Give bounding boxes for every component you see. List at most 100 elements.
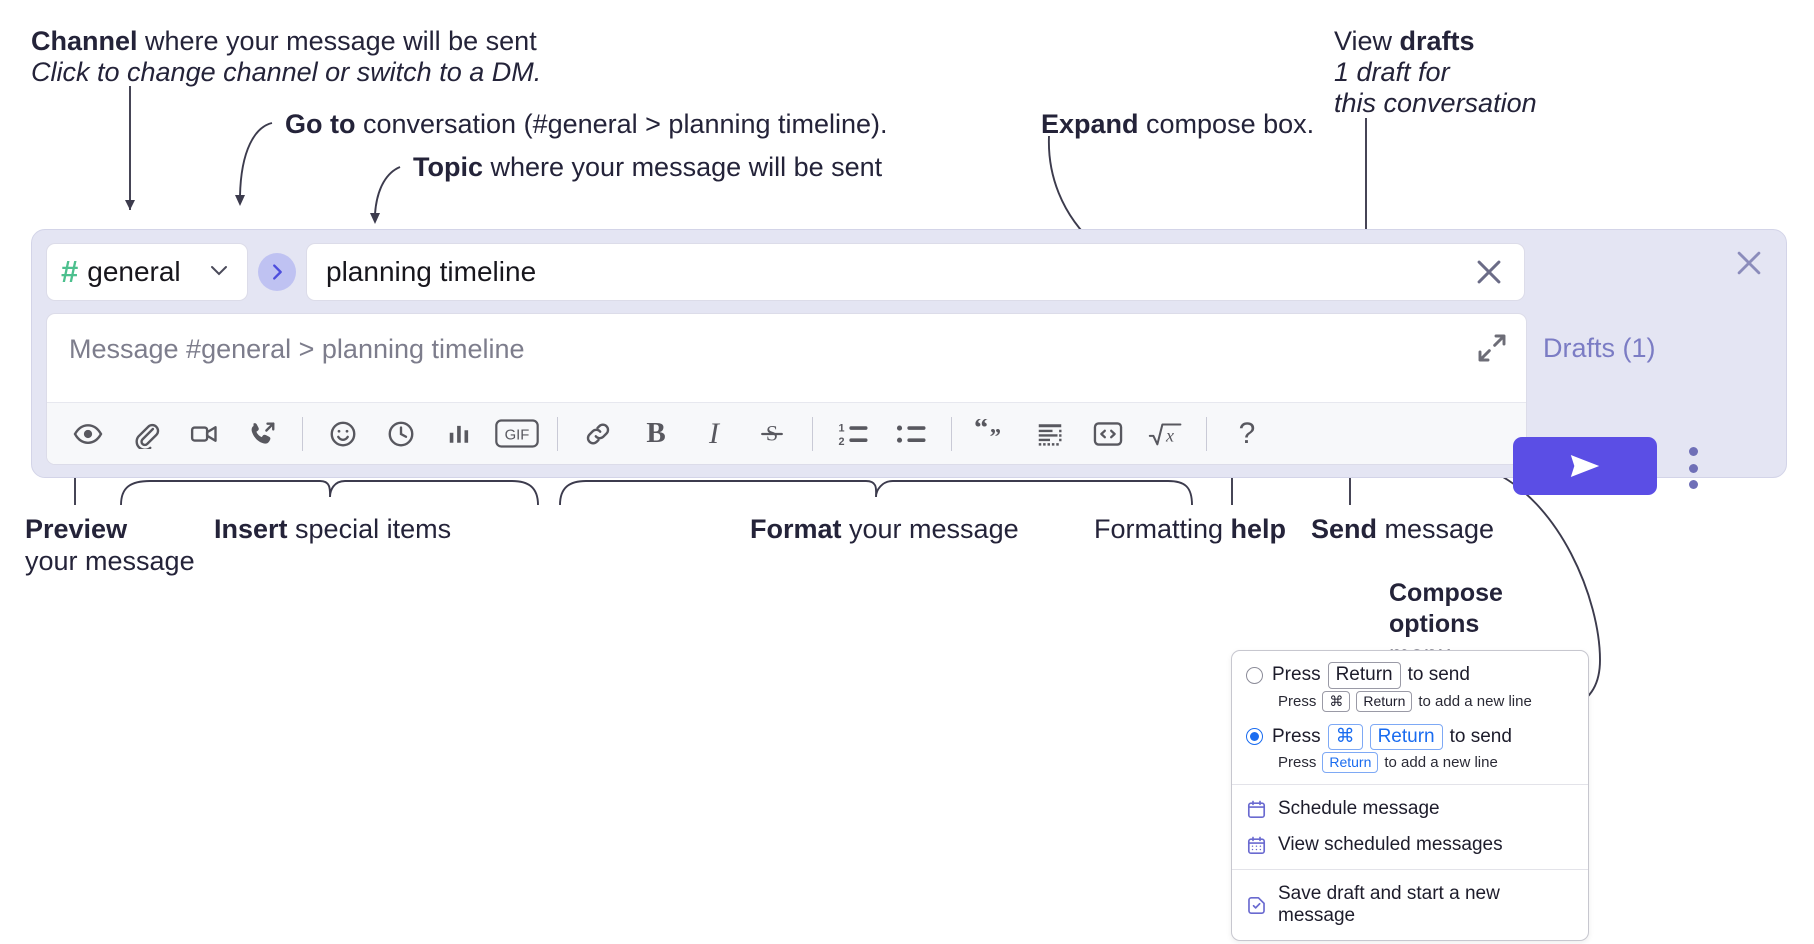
drafts-link[interactable]: Drafts (1) bbox=[1543, 333, 1656, 363]
annotation-channel: Channel where your message will be sent bbox=[31, 26, 537, 56]
draft-section: Save draft and start a new message bbox=[1232, 870, 1588, 940]
strikethrough-icon: S bbox=[761, 420, 783, 445]
menu-item-schedule-message-label: Schedule message bbox=[1278, 798, 1440, 820]
calendar-grid-icon bbox=[1246, 835, 1267, 856]
menu-item-save-draft[interactable]: Save draft and start a new message bbox=[1232, 876, 1588, 934]
toolbar-divider bbox=[1206, 416, 1207, 451]
toolbar-divider bbox=[951, 416, 952, 451]
toolbar-divider bbox=[302, 416, 303, 451]
key-return: Return bbox=[1327, 662, 1401, 689]
compose-options-menu: Press Return to send Press ⌘ Return to a… bbox=[1231, 650, 1589, 942]
send-option-cmd-return[interactable]: Press ⌘ Return to send bbox=[1232, 722, 1588, 752]
code-button[interactable] bbox=[1079, 408, 1137, 460]
expand-icon bbox=[1478, 334, 1506, 362]
send-option-return-sub: Press ⌘ Return to add a new line bbox=[1278, 690, 1532, 712]
annotation-formatting-help: Formatting help bbox=[1094, 514, 1287, 544]
annotation-compose-options-2: options bbox=[1389, 610, 1480, 638]
svg-text:GIF: GIF bbox=[505, 428, 530, 444]
gif-button[interactable]: GIF bbox=[488, 408, 546, 460]
link-button[interactable] bbox=[569, 408, 627, 460]
go-to-conversation-button[interactable] bbox=[258, 253, 296, 291]
formatting-help-button[interactable]: ? bbox=[1218, 408, 1276, 460]
menu-item-view-scheduled[interactable]: View scheduled messages bbox=[1232, 827, 1588, 863]
italic-button[interactable]: I bbox=[685, 408, 743, 460]
menu-item-save-draft-label: Save draft and start a new message bbox=[1278, 883, 1500, 927]
message-panel: Message #general > planning timeline bbox=[46, 313, 1527, 465]
close-panel-button[interactable] bbox=[1732, 246, 1766, 280]
send-button[interactable] bbox=[1513, 437, 1657, 495]
save-draft-icon bbox=[1246, 895, 1267, 916]
bulleted-list-icon bbox=[896, 425, 926, 443]
bold-button[interactable]: B bbox=[627, 408, 685, 460]
compose-header-row: # general planning timeline bbox=[46, 243, 1525, 301]
key-return: Return bbox=[1322, 752, 1379, 774]
annotation-insert: Insert special items bbox=[214, 514, 452, 544]
ordered-list-button[interactable]: 1 2 bbox=[824, 408, 882, 460]
menu-item-view-scheduled-label: View scheduled messages bbox=[1278, 834, 1503, 856]
toolbar-divider bbox=[557, 416, 558, 451]
topic-field[interactable]: planning timeline bbox=[306, 243, 1525, 301]
message-input[interactable]: Message #general > planning timeline bbox=[47, 314, 1526, 414]
calendar-icon bbox=[1246, 799, 1267, 820]
italic-icon: I bbox=[709, 416, 719, 450]
link-icon bbox=[586, 423, 610, 444]
annotation-view-drafts-sub1: 1 draft for bbox=[1334, 57, 1450, 87]
key-command: ⌘ bbox=[1322, 690, 1351, 712]
compose-options-button[interactable] bbox=[1680, 447, 1706, 489]
annotation-view-drafts-sub2: this conversation bbox=[1334, 88, 1537, 118]
blockquote-button[interactable]: “ ” bbox=[963, 408, 1021, 460]
emoji-button[interactable] bbox=[314, 408, 372, 460]
annotation-view-drafts: View drafts bbox=[1334, 26, 1475, 56]
send-option-cmd-return-sub: Press Return to add a new line bbox=[1278, 752, 1498, 774]
compose-box: # general planning timeline bbox=[31, 229, 1787, 478]
menu-divider bbox=[1232, 784, 1588, 786]
send-option-return[interactable]: Press Return to send bbox=[1232, 660, 1588, 690]
schedule-section: Schedule message View scheduled messages bbox=[1232, 785, 1588, 869]
svg-text:”: ” bbox=[990, 424, 1001, 448]
svg-text:x: x bbox=[1165, 425, 1174, 445]
send-option-return-label: Press Return to send bbox=[1272, 662, 1470, 689]
attach-file-button[interactable] bbox=[117, 408, 175, 460]
key-return: Return bbox=[1356, 690, 1413, 712]
channel-selector[interactable]: # general bbox=[46, 243, 248, 301]
smiley-icon bbox=[330, 421, 356, 446]
strikethrough-button[interactable]: S bbox=[743, 408, 801, 460]
hash-icon: # bbox=[61, 253, 79, 289]
bar-chart-icon bbox=[449, 425, 469, 443]
clear-topic-button[interactable] bbox=[1472, 255, 1506, 289]
reminder-button[interactable] bbox=[372, 408, 430, 460]
kebab-dot bbox=[1688, 463, 1698, 473]
paperclip-icon bbox=[135, 423, 160, 449]
kebab-dot bbox=[1688, 480, 1698, 489]
svg-text:1: 1 bbox=[839, 423, 845, 435]
annotation-preview-line2: your message bbox=[25, 546, 195, 576]
annotation-goto: Go to conversation (#general > planning … bbox=[285, 109, 888, 139]
video-camera-icon bbox=[190, 425, 217, 442]
preview-button[interactable] bbox=[59, 408, 117, 460]
annotation-topic: Topic where your message will be sent bbox=[413, 152, 883, 182]
expand-compose-button[interactable] bbox=[1476, 332, 1508, 364]
menu-item-schedule-message[interactable]: Schedule message bbox=[1232, 791, 1588, 827]
key-return: Return bbox=[1369, 723, 1443, 751]
clock-icon bbox=[388, 421, 414, 446]
annotation-format: Format your message bbox=[750, 514, 1019, 544]
channel-name: general bbox=[87, 256, 181, 287]
video-clip-button[interactable] bbox=[175, 408, 233, 460]
code-icon bbox=[1093, 421, 1123, 446]
math-button[interactable]: x bbox=[1137, 408, 1195, 460]
send-shortcut-options: Press Return to send Press ⌘ Return to a… bbox=[1232, 651, 1588, 784]
menu-divider bbox=[1232, 869, 1588, 871]
audio-clip-button[interactable] bbox=[233, 408, 291, 460]
chevron-right-icon bbox=[273, 264, 282, 280]
annotation-expand: Expand compose box. bbox=[1041, 109, 1315, 139]
poll-button[interactable] bbox=[430, 408, 488, 460]
toolbar-divider bbox=[812, 416, 813, 451]
code-block-button[interactable] bbox=[1021, 408, 1079, 460]
bulleted-list-button[interactable] bbox=[882, 408, 940, 460]
kebab-dot bbox=[1688, 447, 1698, 456]
svg-text:2: 2 bbox=[839, 436, 845, 448]
bold-icon: B bbox=[646, 417, 666, 449]
send-option-cmd-return-label: Press ⌘ Return to send bbox=[1272, 723, 1512, 751]
send-icon bbox=[1570, 455, 1600, 477]
